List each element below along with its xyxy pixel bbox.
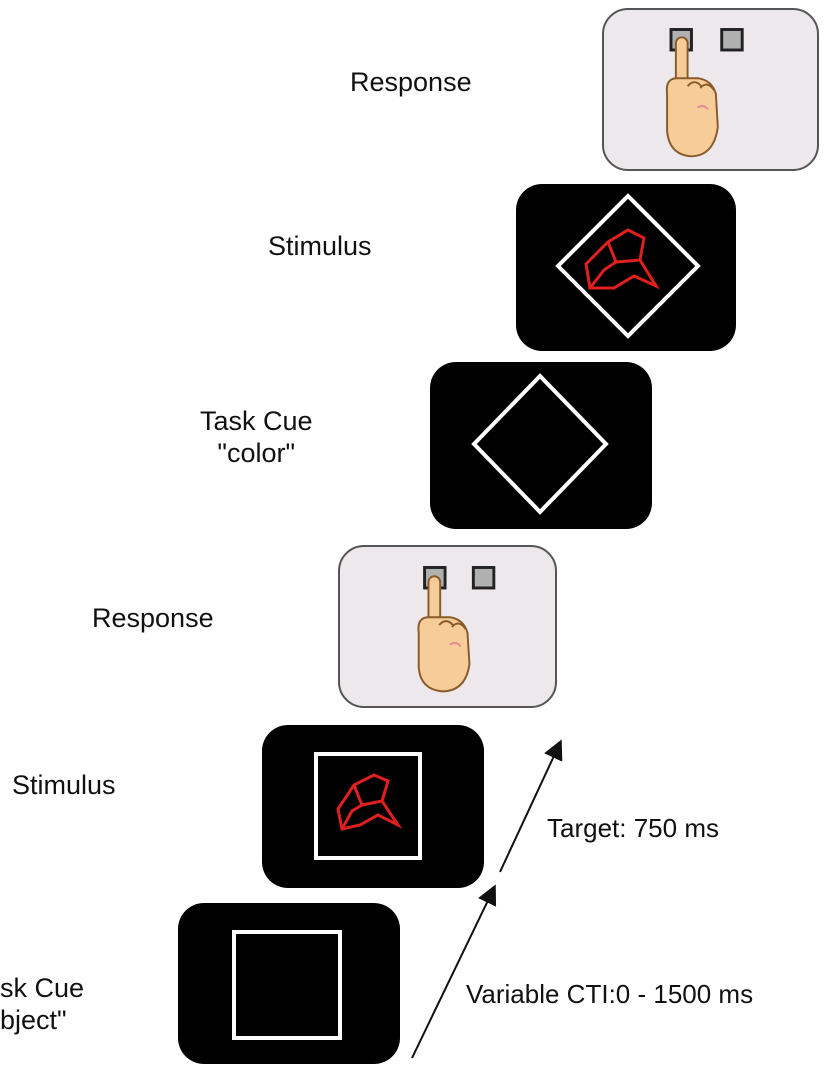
cue-label-bottom-line1: sk Cue [0, 973, 85, 1003]
cue-display-bottom [232, 930, 342, 1040]
cue-label-top-line1: Task Cue [200, 406, 313, 436]
response-panel-top [602, 8, 819, 171]
button-icon [471, 566, 496, 590]
diamond-frame-icon [471, 373, 609, 515]
stimulus-panel-bottom [262, 725, 484, 888]
response-panel-bottom [338, 545, 557, 708]
response-display-bottom [417, 566, 496, 693]
diamond-frame-icon [555, 193, 701, 339]
square-frame-icon [232, 930, 342, 1040]
cue-label-bottom-line2: bject" [0, 1005, 67, 1035]
cue-label-top: Task Cue "color" [200, 405, 313, 469]
cue-display-top [471, 373, 609, 515]
hand-press-icon [417, 575, 471, 693]
response-label-top: Response [350, 67, 472, 97]
cue-panel-top [430, 362, 652, 529]
target-arrow [499, 739, 563, 873]
stimulus-label-bottom: Stimulus [12, 770, 116, 800]
stimulus-panel-top [516, 184, 736, 351]
cue-label-bottom: sk Cue bject" [0, 972, 84, 1036]
cti-duration-label: Variable CTI:0 - 1500 ms [466, 979, 754, 1009]
stimulus-display-top [555, 193, 701, 339]
stimulus-label-top: Stimulus [268, 231, 372, 261]
target-duration-label: Target: 750 ms [547, 813, 719, 843]
stimulus-display-bottom [314, 752, 422, 860]
response-display-top [665, 28, 744, 158]
cue-panel-bottom [178, 903, 400, 1064]
response-label-bottom: Response [92, 603, 214, 633]
cti-arrow [411, 884, 497, 1059]
square-frame-icon [314, 752, 422, 860]
hand-press-icon [665, 36, 719, 158]
object-shape-icon [336, 773, 403, 831]
object-shape-icon [584, 228, 660, 290]
cue-label-top-line2: "color" [217, 438, 296, 468]
button-icon [720, 28, 744, 52]
